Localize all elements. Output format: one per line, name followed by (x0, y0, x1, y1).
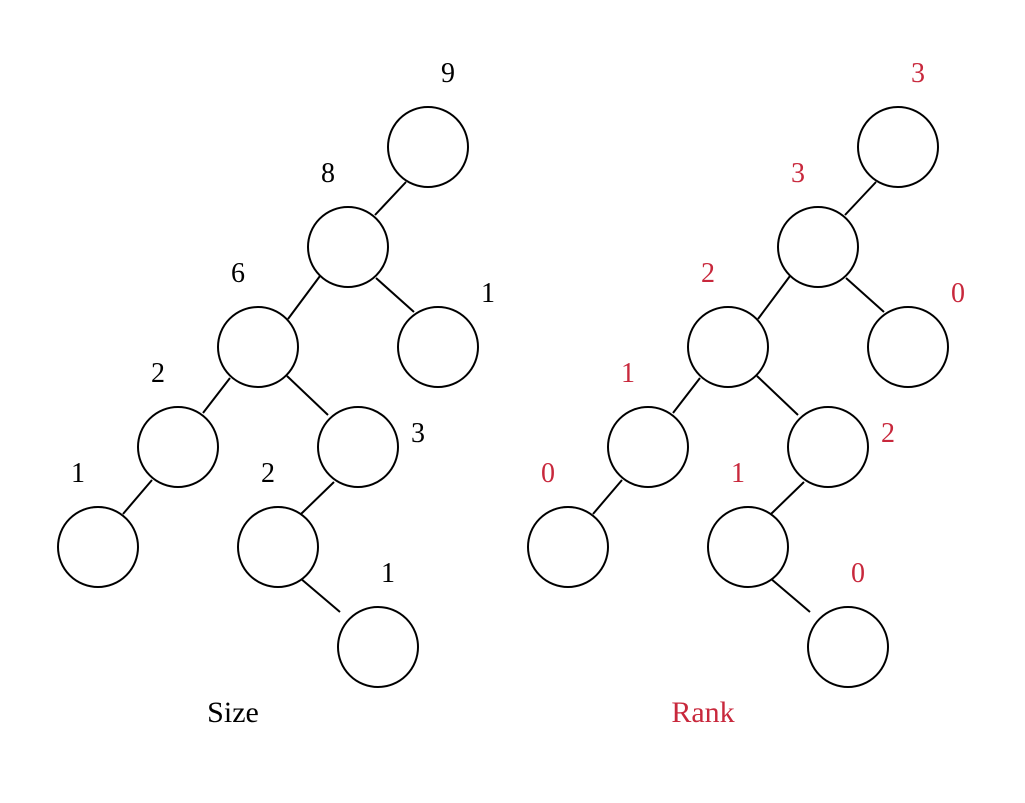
size-label: 8 (321, 158, 335, 189)
size-label: 3 (411, 418, 425, 449)
size-node-1-right (397, 306, 479, 388)
rank-node-1-mid (707, 506, 789, 588)
rank-edge-2-to-1b (770, 481, 805, 515)
rank-edge-3-to-2 (757, 275, 791, 320)
size-label: 1 (481, 278, 495, 309)
rank-edge-root-to-3 (844, 181, 877, 216)
size-caption: Size (207, 696, 259, 729)
size-label: 1 (71, 458, 85, 489)
rank-node-2-right (787, 406, 869, 488)
size-edge-root-to-8 (374, 181, 407, 216)
size-edge-6-to-3 (286, 375, 329, 416)
rank-node-0-right (867, 306, 949, 388)
size-label: 2 (151, 358, 165, 389)
size-tree: 9 8 6 1 2 3 1 2 1 Size (57, 58, 495, 729)
rank-node-1-left (607, 406, 689, 488)
rank-label: 0 (541, 458, 555, 489)
size-label: 1 (381, 558, 395, 589)
rank-label: 1 (731, 458, 745, 489)
rank-label: 1 (621, 358, 635, 389)
rank-edge-2-to-1 (672, 377, 701, 414)
rank-edge-1-to-0 (592, 479, 623, 515)
rank-node-0-bottom (807, 606, 889, 688)
size-node-root (387, 106, 469, 188)
rank-caption: Rank (671, 696, 734, 729)
size-node-1-bottom (337, 606, 419, 688)
rank-label: 0 (951, 278, 965, 309)
size-edge-2-to-1 (122, 479, 153, 515)
rank-node-root (857, 106, 939, 188)
rank-label: 2 (701, 258, 715, 289)
size-node-2-mid (237, 506, 319, 588)
rank-label: 0 (851, 558, 865, 589)
size-label: 6 (231, 258, 245, 289)
rank-tree: 3 3 2 0 1 2 0 1 0 Rank (527, 58, 965, 729)
rank-edge-2-to-2 (756, 375, 799, 416)
size-edge-8-to-1 (375, 277, 415, 313)
rank-label: 3 (911, 58, 925, 89)
rank-label: 3 (791, 158, 805, 189)
rank-node-3 (777, 206, 859, 288)
size-edge-3-to-2 (300, 481, 335, 515)
size-node-1-leaf (57, 506, 139, 588)
size-label: 2 (261, 458, 275, 489)
size-node-3 (317, 406, 399, 488)
rank-node-2 (687, 306, 769, 388)
size-edge-8-to-6 (287, 275, 321, 320)
rank-edge-1-to-0b (769, 577, 811, 613)
size-label: 9 (441, 58, 455, 89)
size-edge-2-to-1b (299, 577, 341, 613)
size-node-6 (217, 306, 299, 388)
rank-label: 2 (881, 418, 895, 449)
size-edge-6-to-2 (202, 377, 231, 414)
rank-edge-3-to-0 (845, 277, 885, 313)
size-node-2-left (137, 406, 219, 488)
size-node-8 (307, 206, 389, 288)
rank-node-0-leaf (527, 506, 609, 588)
